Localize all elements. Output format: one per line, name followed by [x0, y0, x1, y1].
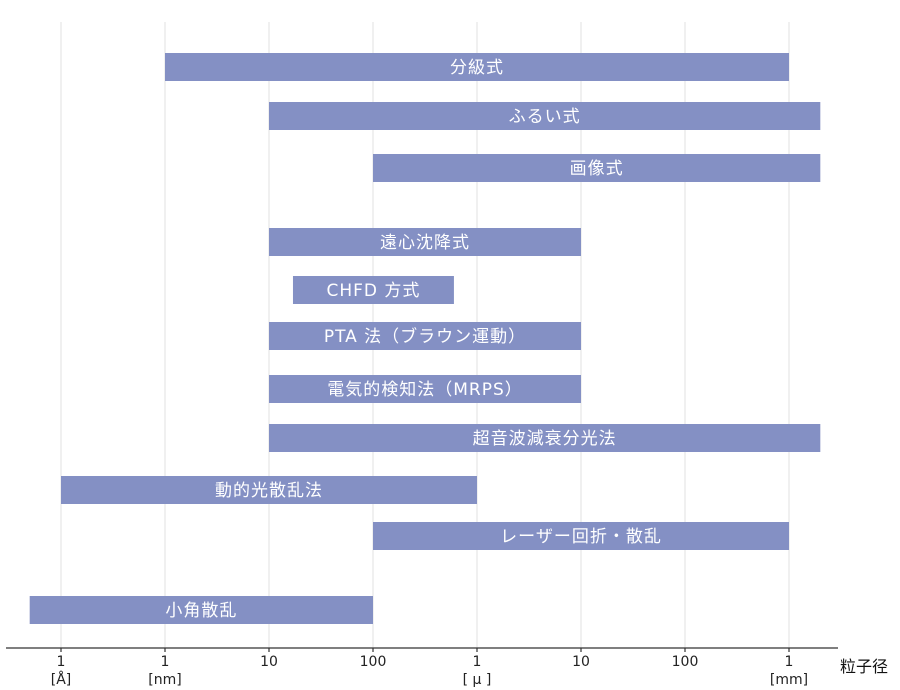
- tick-label: 100: [672, 654, 699, 670]
- range-bar-label: 分級式: [450, 58, 504, 78]
- range-bar-label: 遠心沈降式: [380, 233, 470, 253]
- tick-unit-label: [nm]: [148, 672, 181, 688]
- range-bar-label: CHFD 方式: [326, 281, 420, 301]
- tick-label: 1: [161, 654, 170, 670]
- range-bar: [269, 228, 581, 256]
- tick-label: 10: [260, 654, 278, 670]
- tick-unit-label: [Å]: [51, 671, 72, 688]
- range-bar: [269, 102, 821, 130]
- tick-label: 1: [785, 654, 794, 670]
- tick-unit-label: [ μ ]: [463, 672, 492, 688]
- tick-unit-label: [mm]: [770, 672, 808, 688]
- range-bar: [269, 424, 821, 452]
- range-bar-label: 超音波減衰分光法: [473, 429, 617, 449]
- range-bar: [269, 375, 581, 403]
- range-bar: [373, 522, 789, 550]
- range-bar: [292, 276, 454, 304]
- range-bar: [165, 53, 789, 81]
- range-bar: [61, 476, 477, 504]
- range-bar: [373, 154, 821, 182]
- range-bar-label: 動的光散乱法: [215, 481, 323, 501]
- tick-label: 1: [473, 654, 482, 670]
- range-bar-label: 電気的検知法（MRPS）: [327, 380, 523, 400]
- tick-label: 10: [572, 654, 590, 670]
- range-bar-label: 画像式: [570, 159, 624, 179]
- tick-label: 100: [360, 654, 387, 670]
- tick-label: 1: [57, 654, 66, 670]
- x-axis-title: 粒子径: [840, 657, 888, 676]
- range-bar-label: ふるい式: [509, 107, 581, 127]
- range-bar-label: PTA 法（ブラウン運動）: [324, 326, 526, 347]
- range-bar: [29, 596, 374, 624]
- range-bar-label: 小角散乱: [165, 601, 237, 621]
- range-bar: [269, 322, 581, 350]
- range-bar-label: レーザー回折・散乱: [500, 527, 662, 547]
